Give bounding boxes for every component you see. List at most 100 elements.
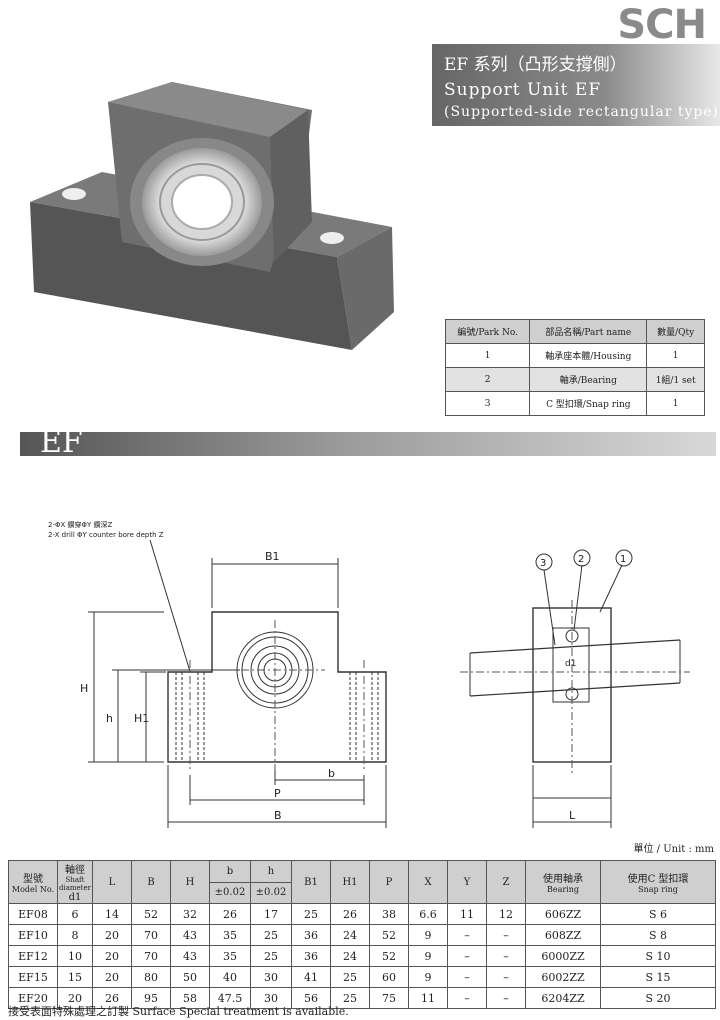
spec-cell: 11 (408, 987, 448, 1009)
spec-cell: 36 (291, 924, 331, 946)
spec-cell: 75 (369, 987, 409, 1009)
table-row: 2 軸承/Bearing 1組/1 set (444, 367, 705, 392)
spec-cell: S 6 (600, 903, 716, 925)
dim-b1: B1 (265, 550, 280, 563)
spec-cell: 26 (92, 987, 132, 1009)
spec-cell: – (486, 987, 526, 1009)
spec-cell: 70 (131, 945, 171, 967)
spec-cell: 20 (92, 924, 132, 946)
spec-cell: 24 (330, 924, 370, 946)
spec-cell: 24 (330, 945, 370, 967)
spec-cell: 25 (291, 903, 331, 925)
header-p: P (369, 860, 409, 904)
spec-cell: 9 (408, 945, 448, 967)
spec-cell: – (486, 966, 526, 988)
spec-cell: S 20 (600, 987, 716, 1009)
table-row: 1 軸承座本體/Housing 1 (444, 343, 705, 368)
spec-cell: 9 (408, 966, 448, 988)
spec-cell: 52 (369, 945, 409, 967)
header-h-small: h (250, 860, 292, 883)
header-h1: H1 (330, 860, 370, 904)
title-block: EF 系列（凸形支撐側） Support Unit EF (Supported-… (432, 44, 720, 126)
header-h-tol: ±0.02 (250, 881, 292, 904)
spec-cell: 52 (369, 924, 409, 946)
footer-note: 接受表面特殊處理之訂製 Surface Special treatment is… (8, 1005, 349, 1018)
header-b-small: b (209, 860, 251, 883)
spec-cell: 60 (369, 966, 409, 988)
header-bearing: 使用軸承 Bearing (525, 860, 601, 904)
note-line-2: 2-X drill ΦY counter bore depth Z (48, 531, 164, 539)
spec-cell: 26 (330, 903, 370, 925)
spec-cell: 95 (131, 987, 171, 1009)
spec-cell: 70 (131, 924, 171, 946)
spec-cell: 80 (131, 966, 171, 988)
brand-logo: SCH (617, 2, 707, 48)
spec-cell: – (447, 987, 487, 1009)
header-z: Z (486, 860, 526, 904)
spec-cell: 6.6 (408, 903, 448, 925)
header-model: 型號 Model No. (8, 860, 58, 904)
spec-cell: EF08 (8, 903, 58, 925)
spec-cell: 17 (250, 903, 292, 925)
section-label: EF (40, 425, 83, 460)
callout-2: 2 (578, 554, 584, 565)
spec-cell: 36 (291, 945, 331, 967)
spec-cell: EF10 (8, 924, 58, 946)
spec-cell: 6000ZZ (525, 945, 601, 967)
spec-cell: EF15 (8, 966, 58, 988)
header-d1: 軸徑 Shaft diameter d1 (57, 860, 93, 904)
product-photo (12, 82, 410, 418)
spec-cell: 35 (209, 924, 251, 946)
spec-cell: 6 (57, 903, 93, 925)
spec-cell: 6002ZZ (525, 966, 601, 988)
spec-cell: – (486, 945, 526, 967)
spec-cell: 14 (92, 903, 132, 925)
spec-cell: 25 (250, 924, 292, 946)
spec-cell: – (447, 945, 487, 967)
spec-cell: EF12 (8, 945, 58, 967)
spec-cell: 606ZZ (525, 903, 601, 925)
spec-cell: S 15 (600, 966, 716, 988)
spec-cell: 9 (408, 924, 448, 946)
dim-h1: H1 (134, 712, 149, 725)
spec-cell: 40 (209, 966, 251, 988)
dim-h-lower: h (106, 712, 113, 725)
spec-cell: 25 (330, 987, 370, 1009)
spec-cell: – (447, 924, 487, 946)
spec-cell: – (447, 966, 487, 988)
header-b-tol: ±0.02 (209, 881, 251, 904)
product-title: Support Unit EF (444, 80, 602, 100)
dim-d1: d1 (565, 659, 576, 669)
callout-1: 1 (620, 554, 626, 565)
header-y: Y (447, 860, 487, 904)
parts-header-no: 編號/Park No. (444, 319, 531, 344)
dim-b: B (274, 809, 282, 822)
spec-cell: 50 (170, 966, 210, 988)
header-snap: 使用C 型扣環 Snap ring (600, 860, 716, 904)
spec-cell: 608ZZ (525, 924, 601, 946)
section-bar (20, 432, 716, 456)
spec-cell: EF20 (8, 987, 58, 1009)
spec-cell: 41 (291, 966, 331, 988)
parts-header-qty: 數量/Qty (646, 319, 705, 344)
spec-cell: 8 (57, 924, 93, 946)
dim-h-upper: H (80, 682, 88, 695)
parts-header-name: 部品名稱/Part name (529, 319, 648, 344)
spec-cell: 38 (369, 903, 409, 925)
note-line-1: 2-ΦX 鑽穿ΦY 鑽深Z (48, 520, 113, 529)
spec-cell: 43 (170, 945, 210, 967)
product-subtitle: (Supported-side rectangular type) (444, 104, 720, 120)
spec-cell: 30 (250, 987, 292, 1009)
spec-cell: 25 (250, 945, 292, 967)
spec-cell: 10 (57, 945, 93, 967)
header-h: H (170, 860, 210, 904)
spec-cell: 25 (330, 966, 370, 988)
spec-cell: 26 (209, 903, 251, 925)
spec-cell: S 10 (600, 945, 716, 967)
unit-label: 單位 / Unit : mm (633, 844, 714, 855)
technical-drawing: 2-ΦX 鑽穿ΦY 鑽深Z 2-X drill ΦY counter bore … (48, 520, 690, 828)
